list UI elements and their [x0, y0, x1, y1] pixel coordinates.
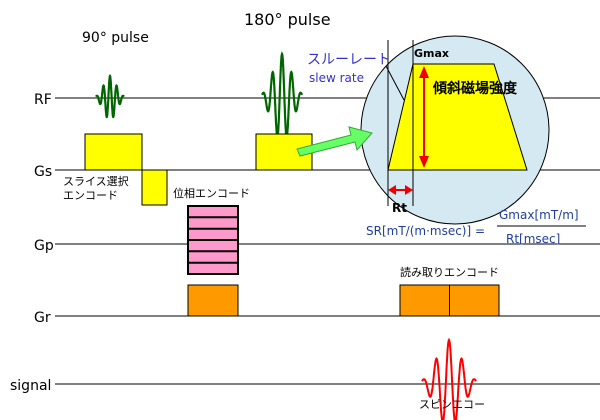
gmax-label: Gmax	[414, 47, 449, 60]
row-label-gs: Gs	[34, 164, 52, 180]
rise-time-arrow	[388, 185, 413, 195]
readout-encode-label: 読み取りエンコード	[400, 265, 499, 279]
row-label-gr: Gr	[34, 310, 51, 326]
slew-rate-jp-label: スルーレート	[307, 52, 391, 68]
rf-180-pulse-waveform	[261, 51, 304, 138]
rise-time-label: Rt	[392, 201, 407, 215]
row-label-gp: Gp	[34, 238, 54, 254]
slice-select-label-line2: エンコード	[63, 189, 118, 202]
rf-90-pulse-waveform	[95, 74, 125, 119]
slew-rate-pointer	[385, 65, 405, 101]
formula-denominator: Rt[msec]	[506, 232, 560, 246]
phase-encode-gradient-table	[187, 205, 239, 275]
spin-echo-label: スピンエコー	[419, 398, 485, 411]
slice-select-label-line1: スライス選択	[63, 174, 129, 188]
zoom-arrow	[296, 126, 373, 157]
row-label-signal: signal	[10, 378, 51, 394]
slew-rate-en-label: slew rate	[309, 71, 364, 85]
slice-select-gradient	[84, 133, 143, 171]
formula-lhs: SR[mT/(m·msec)] =	[366, 224, 485, 238]
gradient-trapezoid	[387, 63, 528, 171]
gradient-strength-label: 傾斜磁場強度	[432, 80, 518, 97]
readout-dephase-gradient	[187, 284, 239, 317]
phase-encode-label: 位相エンコード	[173, 186, 250, 200]
formula-numerator: Gmax[mT/m]	[499, 208, 579, 222]
spin-echo-waveform	[421, 337, 477, 420]
pulse-90-label: 90° pulse	[82, 30, 149, 46]
row-label-rf: RF	[34, 92, 52, 108]
gmax-arrow	[419, 66, 429, 168]
slice-rephase-gradient	[141, 169, 168, 206]
pulse-180-label: 180° pulse	[244, 10, 331, 29]
